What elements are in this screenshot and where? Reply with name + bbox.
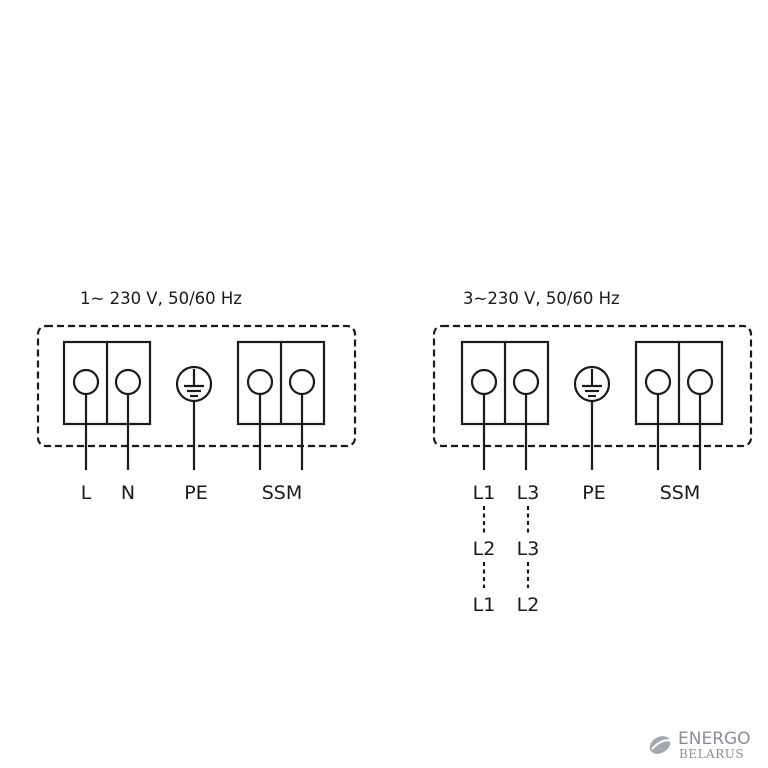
terminal-l3-screw [512, 368, 540, 396]
three-phase-title: 3~230 V, 50/60 Hz [463, 289, 620, 308]
single-phase-enclosure [36, 324, 357, 448]
terminal-ssm1-screw [644, 368, 672, 396]
label-pe: PE [184, 482, 207, 504]
watermark-line2: BELARUS [679, 747, 744, 761]
watermark-logo-icon [649, 736, 672, 754]
label-pe: PE [582, 482, 605, 504]
ground-symbol-icon [573, 365, 611, 470]
ssm-terminal-block [634, 340, 724, 470]
label-n: N [121, 482, 135, 504]
alt1-left-label: L2 [473, 538, 496, 560]
single-phase-title: 1~ 230 V, 50/60 Hz [80, 289, 242, 308]
label-l1: L1 [473, 482, 496, 504]
terminal-ssm2-screw [288, 368, 316, 396]
terminal-ssm1-screw [246, 368, 274, 396]
mains-terminal-block [62, 340, 152, 470]
watermark: ENERGO BELARUS [649, 729, 751, 761]
terminal-n-screw [114, 368, 142, 396]
single-phase-panel: 1~ 230 V, 50/60 Hz [36, 289, 357, 504]
alt2-left-label: L1 [473, 594, 496, 616]
terminal-l1-screw [470, 368, 498, 396]
watermark-line1: ENERGO [678, 729, 751, 749]
alt2-right-label: L2 [517, 594, 540, 616]
ground-symbol-icon [175, 365, 213, 470]
alt1-right-label: L3 [517, 538, 540, 560]
terminal-ssm2-screw [686, 368, 714, 396]
three-phase-panel: 3~230 V, 50/60 Hz L1 L3 [432, 289, 753, 616]
ssm-terminal-block [236, 340, 326, 470]
label-l3: L3 [517, 482, 540, 504]
label-l: L [81, 482, 92, 504]
terminal-l-screw [72, 368, 100, 396]
label-ssm: SSM [262, 482, 303, 504]
label-ssm: SSM [660, 482, 701, 504]
three-phase-enclosure [432, 324, 753, 448]
mains-terminal-block [460, 340, 550, 470]
